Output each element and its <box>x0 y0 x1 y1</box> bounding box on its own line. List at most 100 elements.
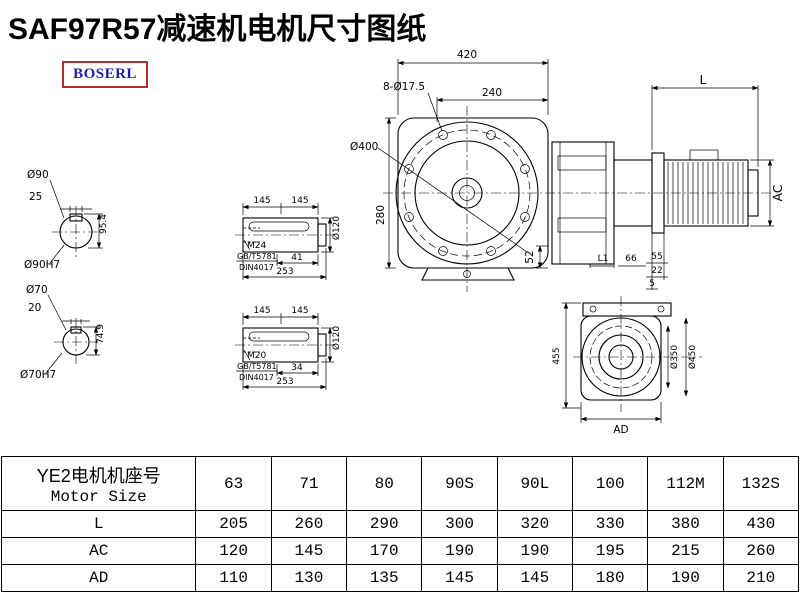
table-cell: 190 <box>496 537 574 565</box>
col-header-80: 80 <box>346 456 423 511</box>
col-header-90L: 90L <box>496 456 574 511</box>
dim-d450: Ø450 <box>687 345 698 370</box>
shaft-90-circle <box>59 215 93 249</box>
output-flange-view: 455 Ø350 Ø450 AD <box>552 296 702 436</box>
col-header-132S: 132S <box>722 456 800 511</box>
table-cell: 430 <box>722 510 800 538</box>
dim-145-b: 145 <box>291 196 308 206</box>
table-header-cn: YE2电机机座号 <box>36 465 161 486</box>
dim-din4017-top: DIN4017 <box>239 263 274 272</box>
table-cell: 210 <box>722 564 800 592</box>
dim-gbt5781-top: GB/T5781 <box>237 252 277 261</box>
dim-22: 22 <box>651 266 662 276</box>
dim-5: 5 <box>649 279 655 289</box>
dim-34: 34 <box>291 363 303 373</box>
output-body <box>580 315 662 401</box>
housing-outline <box>397 117 549 269</box>
housing-foot <box>421 267 515 281</box>
table-row-L: L 205 260 290 300 320 330 380 430 <box>0 510 800 538</box>
table-cell: 195 <box>572 537 649 565</box>
dim-key-20: 20 <box>28 302 41 314</box>
dim-145-d: 145 <box>291 306 308 316</box>
dim-L1: L1 <box>598 254 609 264</box>
table-header-en: Motor Size <box>50 487 147 506</box>
dim-420: 420 <box>457 49 477 61</box>
dim-flange-diameter: Ø400 <box>350 141 378 153</box>
dim-66: 66 <box>625 254 637 264</box>
front-flange-view: Ø400 420 240 8-Ø17.5 280 52 <box>350 49 549 292</box>
dim-AD: AD <box>613 424 628 436</box>
dim-74-9: 74.9 <box>96 324 106 344</box>
table-cell: 300 <box>421 510 498 538</box>
table-cell: 330 <box>572 510 649 538</box>
dim-bolt-holes: 8-Ø17.5 <box>383 81 425 93</box>
dim-52: 52 <box>524 250 536 263</box>
motor-fins <box>667 162 744 224</box>
flange-circle <box>395 121 539 265</box>
col-header-71: 71 <box>270 456 348 511</box>
table-cell: 190 <box>647 564 724 592</box>
dim-253-top: 253 <box>276 267 293 277</box>
output-flange-circle <box>581 317 661 397</box>
shaft-detail-m24: 145 145 Ø120 M24 GB/T5781 DIN4017 41 253 <box>235 196 342 280</box>
table-header-motor-size: YE2电机机座号 Motor Size <box>0 456 197 511</box>
dim-55: 55 <box>651 252 662 262</box>
table-cell: 290 <box>346 510 423 538</box>
side-view: L AC L1 66 55 22 5 <box>551 72 785 290</box>
table-cell: 260 <box>270 510 348 538</box>
col-header-63: 63 <box>195 456 272 511</box>
table-header-row: YE2电机机座号 Motor Size 63 71 80 90S 90L 100… <box>0 456 800 511</box>
col-header-112M: 112M <box>647 456 724 511</box>
dim-d70: Ø70 <box>26 284 48 296</box>
table-cell: 145 <box>496 564 574 592</box>
col-header-100: 100 <box>572 456 649 511</box>
dim-d120-top: Ø120 <box>331 216 342 241</box>
shaft-70-circle <box>62 328 90 356</box>
key-slot-m20 <box>248 331 310 342</box>
table-cell: 260 <box>722 537 800 565</box>
keyway-70 <box>70 326 82 334</box>
boserl-logo: BOSERL <box>62 61 148 88</box>
diameter-leader-line <box>377 147 528 253</box>
table-cell: 145 <box>270 537 348 565</box>
dim-280: 280 <box>375 205 387 225</box>
table-cell: 135 <box>346 564 423 592</box>
dim-d350: Ø350 <box>669 345 680 370</box>
dim-95-4: 95.4 <box>99 214 109 234</box>
keyway-90 <box>69 213 83 222</box>
col-header-90S: 90S <box>421 456 498 511</box>
bolt-circle <box>403 129 531 257</box>
table-cell: 170 <box>346 537 423 565</box>
dim-d120-bottom: Ø120 <box>331 326 342 351</box>
technical-drawing: Ø400 420 240 8-Ø17.5 280 52 <box>20 49 785 436</box>
table-cell: 130 <box>270 564 348 592</box>
dim-41: 41 <box>291 253 302 263</box>
dim-145-c: 145 <box>253 306 270 316</box>
table-cell: 215 <box>647 537 724 565</box>
gearbox-side-outline <box>551 141 615 265</box>
shaft-detail-m20: 145 145 Ø120 M20 GB/T5781 DIN4017 34 253 <box>235 306 342 390</box>
dim-gbt5781-bottom: GB/T5781 <box>237 362 277 371</box>
dim-din4017-bottom: DIN4017 <box>239 373 274 382</box>
dim-455: 455 <box>552 347 562 364</box>
table-cell: 180 <box>572 564 649 592</box>
row-label-AD: AD <box>0 564 197 592</box>
shaft-section-70: Ø70 20 74.9 Ø70H7 <box>20 284 106 381</box>
row-label-AC: AC <box>0 537 197 565</box>
shaft-section-90: Ø90 25 95.4 Ø90H7 <box>24 169 109 271</box>
motor-size-table: YE2电机机座号 Motor Size 63 71 80 90S 90L 100… <box>0 456 800 592</box>
table-cell: 120 <box>195 537 272 565</box>
boserl-logo-text: BOSERL <box>73 66 137 82</box>
key-slot-m24 <box>248 221 310 232</box>
dim-key-25: 25 <box>29 191 42 203</box>
dim-d70h7: Ø70H7 <box>20 369 56 381</box>
table-cell: 320 <box>496 510 574 538</box>
table-row-AD: AD 110 130 135 145 145 180 190 210 <box>0 564 800 592</box>
dim-L: L <box>700 72 707 87</box>
fan-cover <box>747 169 759 217</box>
dim-253-bottom: 253 <box>276 377 293 387</box>
output-bolt-circle <box>589 325 653 389</box>
dim-AC: AC <box>770 184 785 201</box>
dim-m20: M20 <box>247 351 266 361</box>
dim-240: 240 <box>482 87 502 99</box>
